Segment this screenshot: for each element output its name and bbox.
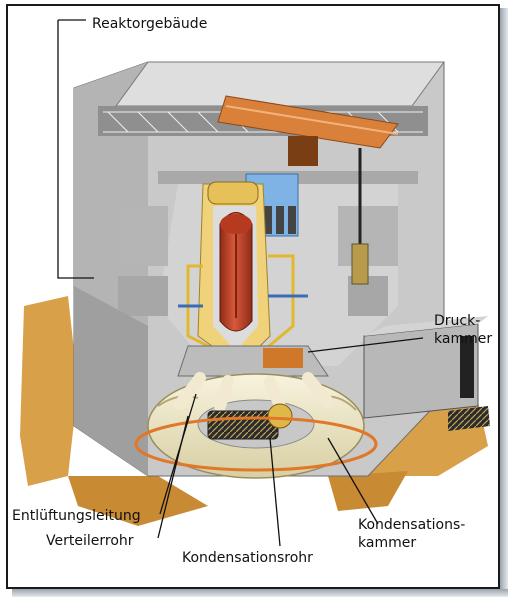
ring-header-pipe	[134, 416, 378, 472]
label-condensation-pipe: Kondensationsrohr	[182, 550, 313, 566]
leader-reactor-building	[57, 20, 94, 279]
label-reactor-building: Reaktorgebäude	[92, 16, 208, 32]
frame-shadow-right	[500, 8, 508, 593]
label-condensation-chamber-line2: kammer	[358, 535, 417, 551]
leader-condensation-pipe	[269, 437, 281, 547]
leader-lines	[57, 19, 424, 547]
label-distributor-pipe: Verteilerrohr	[46, 533, 134, 549]
overhead-crane	[217, 95, 399, 285]
label-pressure-chamber-line1: Druck-	[434, 313, 481, 329]
reactor-pressure-vessel	[219, 212, 253, 332]
reactor-cutaway-illustration	[20, 19, 490, 547]
leader-pressure-chamber	[307, 337, 424, 353]
label-vent-line: Entlüftungsleitung	[12, 508, 141, 524]
service-duct	[363, 316, 490, 431]
label-condensation-chamber-line1: Kondensations-	[358, 517, 466, 533]
leader-distributor-pipe	[157, 415, 189, 539]
piping	[178, 254, 308, 353]
vent-pipes	[174, 372, 334, 412]
label-pressure-chamber-line2: kammer	[434, 331, 493, 347]
leader-condensation-chamber	[327, 437, 379, 525]
pressure-chamber	[177, 345, 329, 377]
frame-shadow-bottom	[12, 589, 508, 597]
